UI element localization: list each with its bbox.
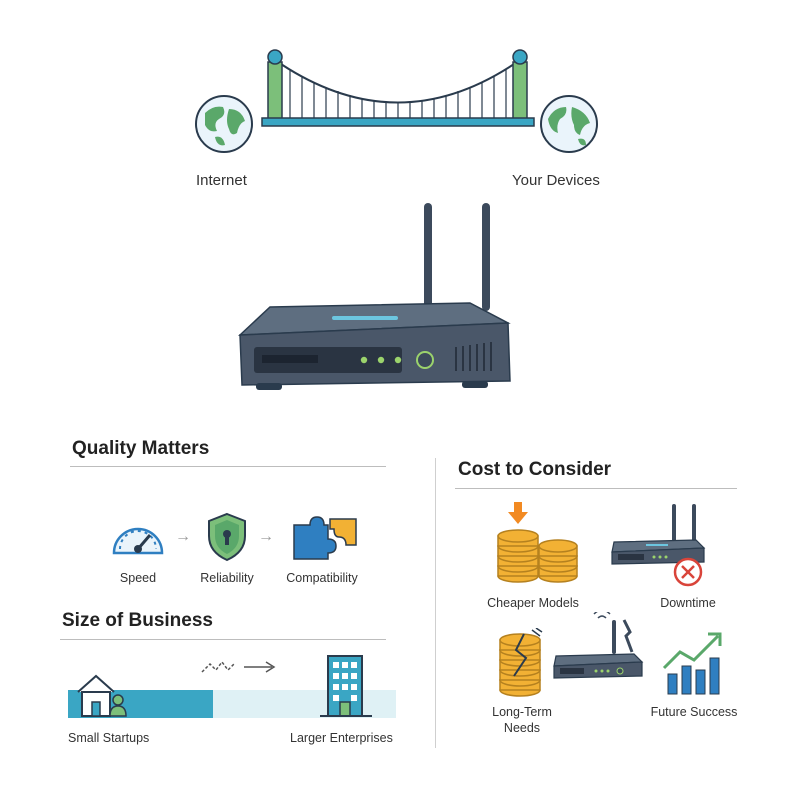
cheaper-models-label: Cheaper Models — [487, 596, 579, 610]
long-term-needs-label-line1: Long-Term — [492, 705, 552, 719]
reliability-label: Reliability — [200, 571, 254, 585]
router-error-icon — [611, 504, 706, 587]
arrow-1: → — [175, 528, 191, 545]
shield-lock-icon — [208, 512, 246, 562]
globe-left-icon — [195, 95, 253, 153]
broken-coins-icon — [499, 628, 543, 697]
larger-enterprises-label: Larger Enterprises — [290, 731, 393, 745]
growth-arrow-icon — [201, 660, 276, 673]
small-startups-label: Small Startups — [68, 731, 150, 745]
size-heading: Size of Business — [62, 610, 213, 631]
cost-divider — [455, 488, 737, 489]
router-icon — [238, 203, 511, 390]
internet-label: Internet — [196, 172, 247, 189]
router-signal-icon — [553, 612, 644, 679]
quality-divider — [70, 466, 386, 467]
bridge-illustration — [261, 49, 535, 127]
speed-label: Speed — [119, 571, 157, 585]
globe-right-icon — [540, 95, 598, 153]
arrow-2: → — [258, 528, 274, 545]
long-term-needs-label-line2: Needs — [503, 721, 541, 735]
speedometer-icon — [112, 527, 164, 555]
downtime-label: Downtime — [660, 596, 716, 610]
cost-heading: Cost to Consider — [458, 459, 612, 480]
column-divider — [435, 458, 436, 748]
quality-heading: Quality Matters — [72, 438, 210, 459]
your-devices-label: Your Devices — [512, 172, 600, 189]
puzzle-icon — [293, 516, 357, 560]
compatibility-label: Compatibility — [286, 571, 358, 585]
office-building-icon — [320, 655, 372, 717]
coins-down-icon — [497, 502, 578, 583]
future-success-label: Future Success — [650, 705, 738, 719]
small-house-icon — [77, 674, 127, 717]
growth-chart-icon — [662, 632, 722, 695]
size-divider — [60, 639, 386, 640]
